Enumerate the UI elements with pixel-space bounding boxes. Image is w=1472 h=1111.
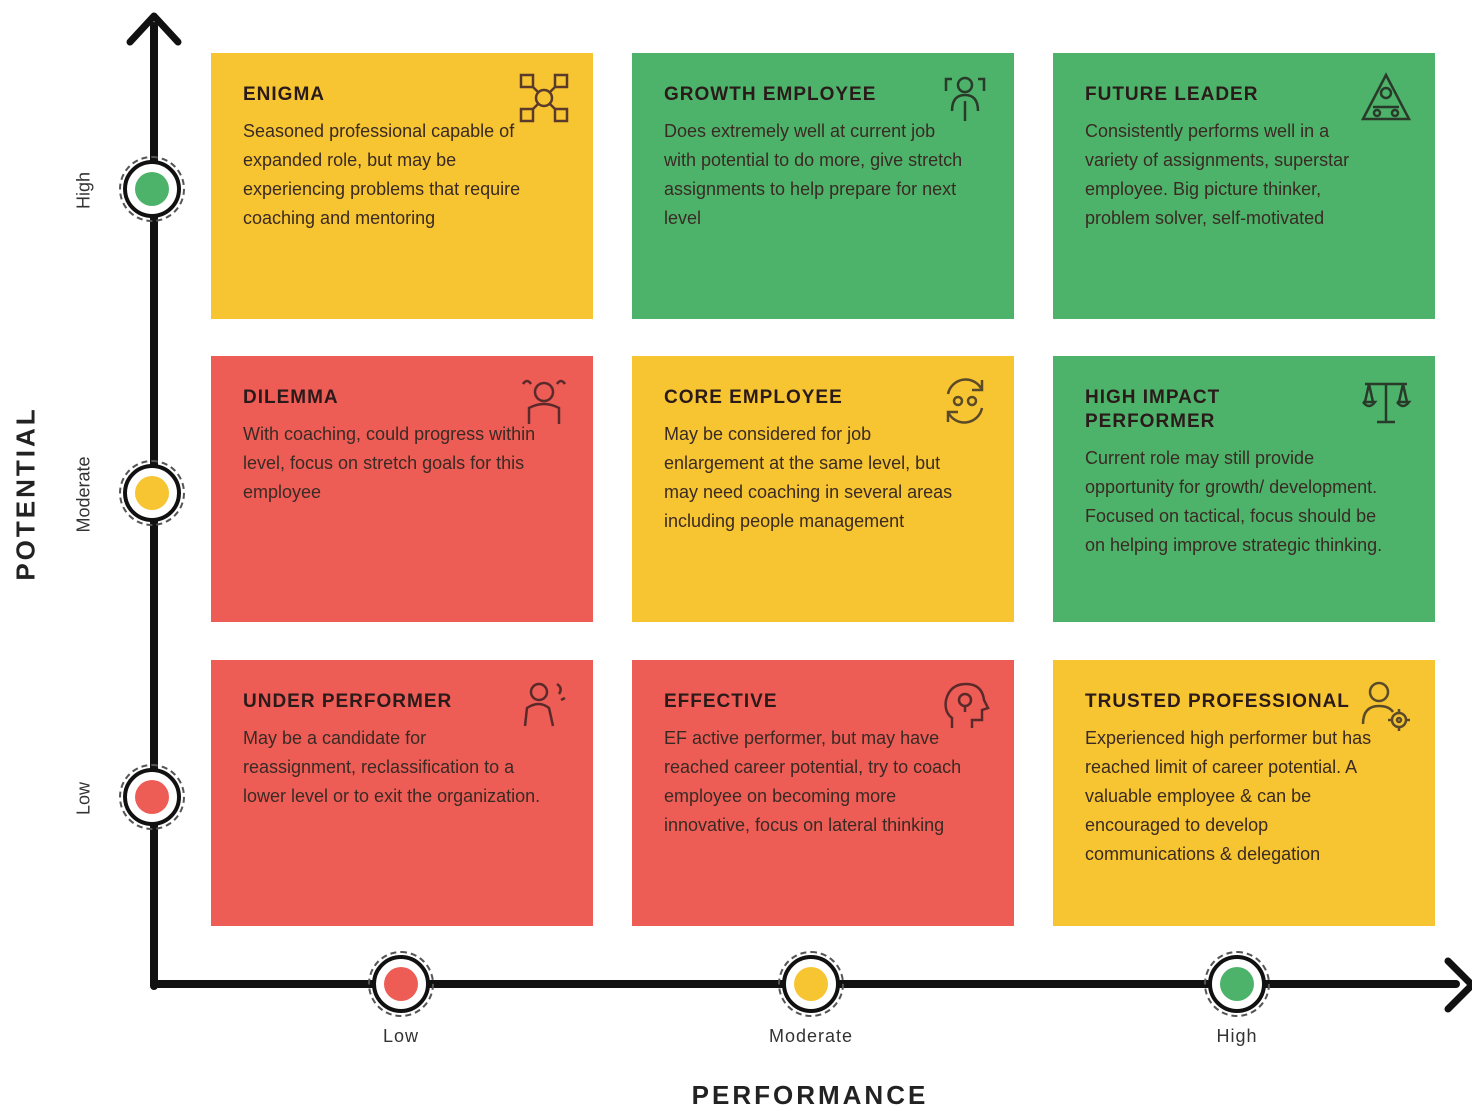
cell-trusted-professional: TRUSTED PROFESSIONAL Experienced high pe…: [1053, 660, 1435, 926]
x-marker-low: [368, 951, 434, 1017]
cell-under-performer: UNDER PERFORMER May be a candidate for r…: [211, 660, 593, 926]
cell-description: EF active performer, but may have reache…: [664, 728, 962, 835]
confused-person-icon: [517, 374, 571, 428]
x-level-low: Low: [382, 1026, 420, 1046]
cell-description: Consistently performs well in a variety …: [1085, 121, 1350, 228]
cell-description: Experienced high performer but has reach…: [1085, 728, 1372, 864]
cell-description: May be a candidate for reassignment, rec…: [243, 728, 541, 806]
person-growth-icon: [938, 71, 992, 125]
x-level-moderate: Moderate: [768, 1026, 854, 1046]
person-gear-icon: [1359, 678, 1413, 732]
cell-future-leader: FUTURE LEADER Consistently performs well…: [1053, 53, 1435, 319]
cell-enigma: ENIGMA Seasoned professional capable of …: [211, 53, 593, 319]
cell-growth-employee: GROWTH EMPLOYEE Does extremely well at c…: [632, 53, 1014, 319]
network-icon: [517, 71, 571, 125]
cell-title: UNDER PERFORMER: [243, 691, 453, 712]
balance-scale-icon: [1359, 374, 1413, 428]
cell-title: GROWTH EMPLOYEE: [664, 84, 877, 105]
cell-title: DILEMMA: [243, 387, 339, 408]
struggling-person-icon: [517, 678, 571, 732]
idea-head-icon: [938, 678, 992, 732]
y-level-moderate: Moderate: [73, 456, 94, 533]
cell-title: TRUSTED PROFESSIONAL: [1085, 691, 1350, 712]
cell-title: CORE EMPLOYEE: [664, 387, 843, 408]
x-marker-moderate: [778, 951, 844, 1017]
cell-title: EFFECTIVE: [664, 691, 778, 712]
cell-description: Seasoned professional capable of expande…: [243, 121, 521, 228]
cell-title: FUTURE LEADER: [1085, 84, 1259, 105]
y-marker-moderate: [119, 460, 185, 526]
cell-description: With coaching, could progress within lev…: [243, 424, 536, 502]
cell-description: May be considered for job enlargement at…: [664, 424, 953, 531]
y-axis-title: POTENTIAL: [10, 406, 41, 581]
cell-effective: EFFECTIVE EF active performer, but may h…: [632, 660, 1014, 926]
x-level-high: High: [1216, 1026, 1258, 1046]
x-marker-high: [1204, 951, 1270, 1017]
arrow-right-icon: [1444, 957, 1472, 1013]
refresh-people-icon: [938, 374, 992, 428]
cell-description: Does extremely well at current job with …: [664, 121, 963, 228]
y-level-low: Low: [73, 781, 94, 816]
cell-description: Current role may still provide opportuni…: [1085, 448, 1383, 555]
cell-core-employee: CORE EMPLOYEE May be considered for job …: [632, 356, 1014, 622]
pyramid-leader-icon: [1359, 71, 1413, 125]
y-marker-low: [119, 764, 185, 830]
cell-high-impact-performer: HIGH IMPACT PERFORMER Current role may s…: [1053, 356, 1435, 622]
y-marker-high: [119, 156, 185, 222]
arrow-up-icon: [126, 12, 182, 46]
cell-title: ENIGMA: [243, 84, 325, 105]
cell-title: HIGH IMPACT PERFORMER: [1085, 387, 1221, 432]
y-level-high: High: [73, 171, 94, 210]
cell-dilemma: DILEMMA With coaching, could progress wi…: [211, 356, 593, 622]
x-axis-title: PERFORMANCE: [691, 1080, 929, 1110]
